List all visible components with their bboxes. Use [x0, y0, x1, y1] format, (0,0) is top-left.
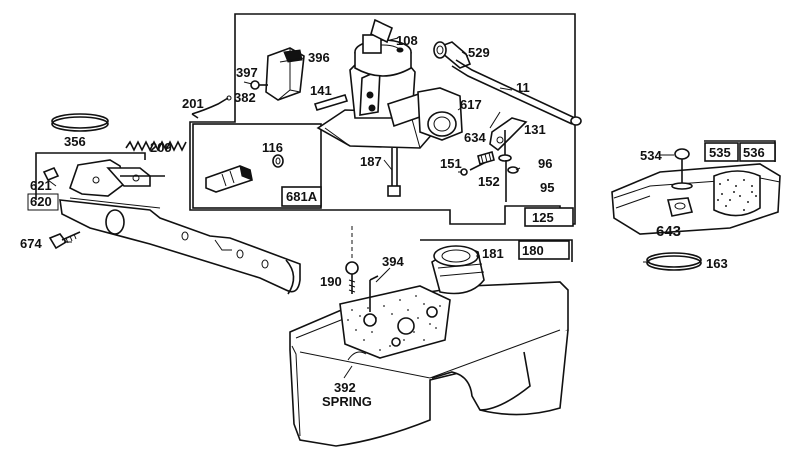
- fuel-pipe-group-frame: [192, 123, 322, 209]
- label-681a: 681A: [286, 189, 318, 204]
- carburetor-body: [316, 18, 463, 197]
- label-396: 396: [308, 50, 330, 65]
- part-535-filter: [713, 170, 761, 217]
- label-96: 96: [538, 156, 552, 171]
- label-108: 108: [396, 33, 418, 48]
- label-620: 620: [30, 194, 52, 209]
- part-190-screw: [345, 261, 359, 294]
- label-397: 397: [236, 65, 258, 80]
- label-152: 152: [478, 174, 500, 189]
- part-209-spring: [125, 140, 187, 152]
- part-163-gasket: [646, 252, 702, 271]
- label-131: 131: [524, 122, 546, 137]
- label-116: 116: [262, 140, 283, 155]
- part-11-fuel-pipe: [451, 59, 582, 126]
- label-674: 674: [20, 236, 42, 251]
- part-621-clip: [42, 159, 165, 197]
- label-534: 534: [640, 148, 662, 163]
- part-392-spring: [347, 275, 379, 361]
- part-674-bolt: [48, 231, 81, 250]
- part-151-152-screw-spring: [460, 151, 495, 176]
- part-634-lever: [489, 117, 528, 202]
- part-681a-fitting: [205, 165, 253, 193]
- label-125: 125: [532, 210, 554, 225]
- label-209: 209: [150, 140, 172, 155]
- part-394-gasket: [339, 285, 451, 359]
- part-643-clip: [666, 197, 694, 217]
- label-187: 187: [360, 154, 382, 169]
- label-394: 394: [382, 254, 404, 269]
- part-620-bracket: [59, 197, 301, 295]
- label-141: 141: [310, 83, 332, 98]
- part-116-washer: [272, 154, 284, 168]
- label-180: 180: [522, 243, 544, 258]
- label-536: 536: [743, 145, 765, 160]
- fuel-tank-frame: [420, 239, 573, 262]
- part-529-elbow: [433, 41, 472, 69]
- label-535: 535: [709, 145, 731, 160]
- part-356-ring: [51, 113, 109, 132]
- label-11: 11: [516, 80, 530, 95]
- air-cleaner-frame: [704, 140, 776, 162]
- label-spring: SPRING: [322, 394, 372, 409]
- control-bracket-frame: [35, 152, 146, 200]
- label-201: 201: [182, 96, 204, 111]
- label-190: 190: [320, 274, 342, 289]
- part-201-link: [191, 95, 232, 119]
- part-534-screw: [671, 148, 693, 190]
- label-621: 621: [30, 178, 52, 193]
- part-181-neck: [431, 245, 485, 295]
- label-151: 151: [440, 156, 462, 171]
- carburetor-group-frame: [189, 13, 576, 227]
- leader-lines: [47, 37, 674, 379]
- label-643: 643: [656, 223, 681, 240]
- part-382-screw: [250, 80, 268, 90]
- label-356: 356: [64, 134, 86, 149]
- label-392: 392: [334, 380, 356, 395]
- part-141-shaft: [313, 94, 349, 111]
- label-382: 382: [234, 90, 256, 105]
- label-181: 181: [482, 246, 504, 261]
- label-529: 529: [468, 45, 490, 60]
- part-labels: 108 396 529 397 382 141 201 11 617 131 6…: [20, 33, 765, 409]
- label-617: 617: [460, 97, 482, 112]
- label-95: 95: [540, 180, 554, 195]
- part-396-shape: [265, 47, 305, 101]
- label-163: 163: [706, 256, 728, 271]
- label-634: 634: [464, 130, 486, 145]
